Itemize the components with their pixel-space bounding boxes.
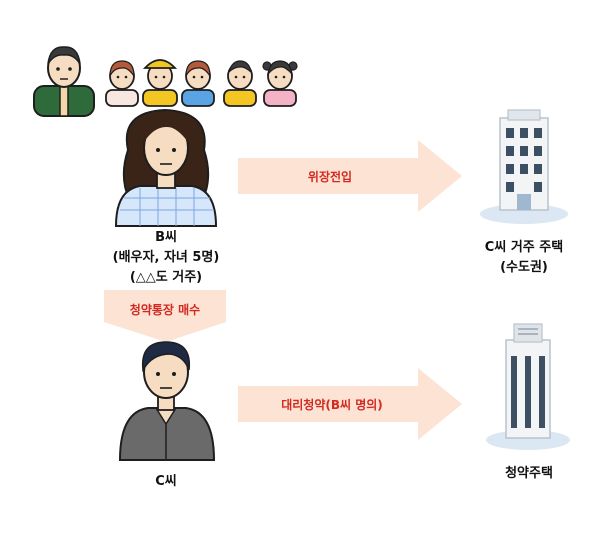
proxy-arrow-text: 대리청약(B씨 명의): [281, 398, 383, 412]
subscription-label: 청약주택: [505, 466, 553, 481]
residence-label: C씨 거주 주택 (수도권): [464, 238, 584, 278]
person-b-family: (배우자, 자녀 5명): [112, 250, 220, 265]
person-b-residence: (△△도 거주): [129, 270, 203, 285]
residence-label-line2: (수도권): [500, 260, 548, 275]
child-icon-2: [142, 59, 178, 107]
residence-label-line1: C씨 거주 주택: [484, 240, 564, 255]
person-b-name: B씨: [155, 230, 177, 245]
purchase-arrow-text: 청약통장 매수: [129, 303, 201, 317]
child-icon-5: [262, 60, 298, 107]
child-icon-1: [105, 60, 139, 107]
child-icon-4: [223, 60, 257, 107]
person-b-label: B씨 (배우자, 자녀 5명) (△△도 거주): [90, 228, 242, 288]
relocation-arrow-text: 위장전입: [307, 170, 353, 184]
father-icon: [33, 46, 95, 117]
child-icon-3: [181, 60, 215, 107]
person-c-label: C씨: [155, 474, 177, 489]
